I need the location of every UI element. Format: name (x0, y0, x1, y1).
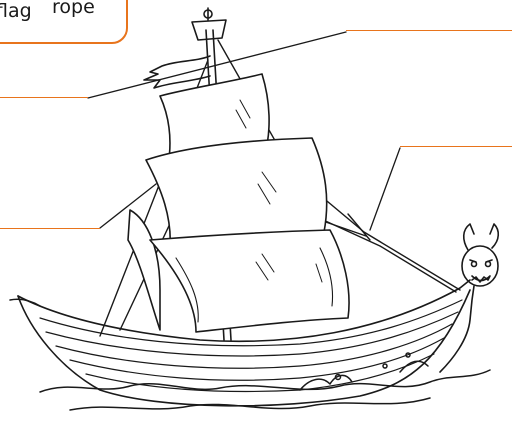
answer-blank-mid-left[interactable] (0, 228, 100, 229)
word-rope: rope (52, 0, 95, 18)
answer-blank-top-right[interactable] (346, 30, 512, 31)
flag-shape (144, 56, 210, 88)
word-bank-box: flag rope (0, 0, 128, 44)
sails (128, 74, 349, 332)
figurehead (440, 224, 498, 372)
sea-waves (40, 353, 490, 410)
answer-blank-top-left[interactable] (0, 97, 88, 98)
answer-blank-mid-right[interactable] (400, 146, 512, 147)
word-flag: flag (0, 0, 32, 22)
